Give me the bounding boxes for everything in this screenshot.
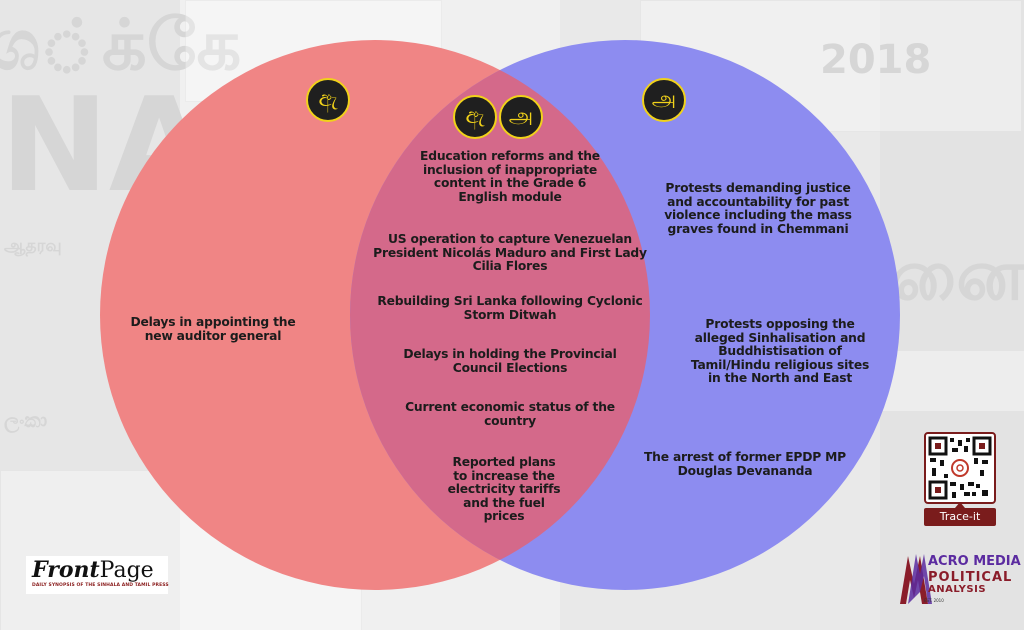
acro-est: EST. 2010 bbox=[924, 598, 944, 603]
background-panel bbox=[880, 350, 1024, 412]
overlap-region bbox=[350, 40, 650, 590]
trace-it-label: Trace-it bbox=[924, 502, 996, 526]
acro-m-mark-icon bbox=[900, 554, 932, 604]
frontpage-title-bold: Front bbox=[32, 557, 100, 583]
background-headline: னைக் bbox=[890, 234, 1024, 316]
frontpage-logo: FrontPage DAILY SYNOPSIS OF THE SINHALA … bbox=[26, 556, 169, 594]
qr-code[interactable] bbox=[924, 432, 996, 504]
overlap-left-badge-glyph: ඇ bbox=[465, 104, 485, 129]
sinhala-letter-ae-icon: ඇ bbox=[453, 95, 497, 139]
overlap-item: Reported plans to increase the electrici… bbox=[447, 455, 561, 523]
tamil-letter-a-icon: அ bbox=[642, 78, 686, 122]
background-headline: ලංකා bbox=[4, 408, 48, 432]
right-item: Protests opposing the alleged Sinhalisat… bbox=[690, 317, 870, 385]
background-headline: ஆதரவு bbox=[4, 236, 62, 256]
right-item: The arrest of former EPDP MP Douglas Dev… bbox=[643, 450, 846, 478]
acro-media-logo: ACRO MEDIA POLITICAL ANALYSIS EST. 2010 bbox=[898, 548, 1024, 608]
overlap-item: Current economic status of the country bbox=[405, 400, 615, 428]
right-item: Protests demanding justice and accountab… bbox=[664, 181, 852, 236]
tamil-letter-a-icon: அ bbox=[499, 95, 543, 139]
left-item: Delays in appointing the new auditor gen… bbox=[130, 315, 296, 343]
overlap-item: US operation to capture Venezuelan Presi… bbox=[373, 232, 647, 273]
sinhala-letter-ae-icon: ඇ bbox=[306, 78, 350, 122]
left-badge-glyph: ඇ bbox=[318, 87, 338, 112]
frontpage-logo-title: FrontPage bbox=[32, 558, 162, 583]
qr-code-pattern-icon bbox=[928, 436, 992, 500]
acro-line-1: ACRO MEDIA bbox=[928, 554, 1021, 569]
right-badge-glyph: அ bbox=[651, 87, 677, 112]
overlap-item: Education reforms and the inclusion of i… bbox=[420, 149, 600, 204]
overlap-item: Rebuilding Sri Lanka following Cyclonic … bbox=[377, 294, 643, 322]
frontpage-tagline: DAILY SYNOPSIS OF THE SINHALA AND TAMIL … bbox=[32, 583, 169, 588]
acro-line-3: ANALYSIS bbox=[928, 584, 987, 595]
acro-line-2: POLITICAL bbox=[928, 570, 1013, 585]
background-headline: ශ்க்கே bbox=[0, 4, 242, 86]
overlap-item: Delays in holding the Provincial Council… bbox=[403, 347, 617, 375]
overlap-right-badge-glyph: அ bbox=[508, 104, 534, 129]
frontpage-title-rest: Page bbox=[99, 558, 154, 583]
background-headline: 2018 bbox=[820, 37, 932, 83]
